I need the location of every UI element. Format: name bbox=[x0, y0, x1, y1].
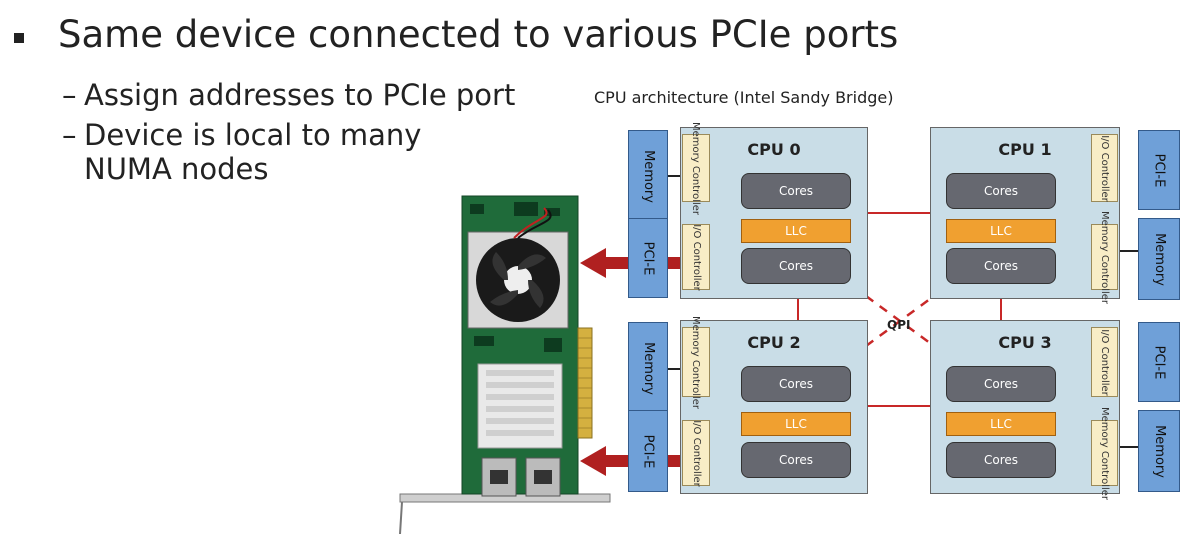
io-controller-cpu2: I/O Controller bbox=[682, 420, 710, 486]
sub-bullet-2-cont: NUMA nodes bbox=[84, 152, 269, 186]
main-bullet-text: Same device connected to various PCIe po… bbox=[58, 13, 899, 56]
interconnect-line bbox=[866, 405, 930, 407]
sub-bullet-1-text: Assign addresses to PCIe port bbox=[84, 78, 516, 112]
cores-block: Cores bbox=[946, 366, 1056, 402]
pcie-box-cpu3: PCI-E bbox=[1138, 322, 1180, 402]
memory-box-cpu3: Memory bbox=[1138, 410, 1180, 492]
llc-block: LLC bbox=[741, 412, 851, 436]
llc-block: LLC bbox=[946, 219, 1056, 243]
memory-controller-cpu3: Memory Controller bbox=[1091, 406, 1118, 500]
interconnect-line bbox=[797, 297, 799, 321]
memory-box-cpu0: Memory bbox=[628, 130, 668, 222]
fan-icon bbox=[467, 207, 569, 329]
llc-block: LLC bbox=[946, 412, 1056, 436]
io-controller-cpu1: I/O Controller bbox=[1091, 134, 1118, 202]
qpi-cross-lines bbox=[865, 294, 935, 348]
llc-block: LLC bbox=[741, 219, 851, 243]
cpu2-label: CPU 2 bbox=[747, 333, 801, 352]
cores-block: Cores bbox=[946, 248, 1056, 284]
heatsink-icon bbox=[477, 363, 563, 449]
pcie-box-cpu1: PCI-E bbox=[1138, 130, 1180, 210]
bus-line bbox=[666, 368, 680, 370]
interconnect-line bbox=[1000, 297, 1002, 321]
interconnect-line bbox=[866, 212, 930, 214]
sub-bullet-2-text: Device is local to many bbox=[84, 118, 422, 152]
sub-bullet-2: –Device is local to many bbox=[62, 118, 421, 152]
pcie-box-cpu0: PCI-E bbox=[628, 218, 668, 298]
dash: – bbox=[62, 118, 77, 152]
cores-block: Cores bbox=[741, 442, 851, 478]
io-controller-cpu3: I/O Controller bbox=[1091, 327, 1118, 397]
cores-block: Cores bbox=[741, 173, 851, 209]
bus-line bbox=[666, 175, 680, 177]
io-controller-cpu0: I/O Controller bbox=[682, 224, 710, 290]
bus-line bbox=[1120, 250, 1138, 252]
architecture-title: CPU architecture (Intel Sandy Bridge) bbox=[594, 88, 894, 107]
bus-line bbox=[1120, 446, 1138, 448]
memory-controller-cpu0: Memory Controller bbox=[682, 121, 710, 215]
cpu0-label: CPU 0 bbox=[747, 140, 801, 159]
dash: – bbox=[62, 78, 77, 112]
memory-box-cpu1: Memory bbox=[1138, 218, 1180, 300]
cores-block: Cores bbox=[946, 442, 1056, 478]
memory-box-cpu2: Memory bbox=[628, 322, 668, 414]
cores-block: Cores bbox=[946, 173, 1056, 209]
cpu1-label: CPU 1 bbox=[998, 140, 1052, 159]
cpu3-label: CPU 3 bbox=[998, 333, 1052, 352]
memory-controller-cpu1: Memory Controller bbox=[1091, 210, 1118, 304]
bullet-marker bbox=[14, 33, 24, 43]
pcie-card-image bbox=[399, 195, 611, 535]
sub-bullet-1: –Assign addresses to PCIe port bbox=[62, 78, 515, 112]
cores-block: Cores bbox=[741, 248, 851, 284]
cores-block: Cores bbox=[741, 366, 851, 402]
qpi-label: QPI bbox=[887, 318, 911, 332]
memory-controller-cpu2: Memory Controller bbox=[682, 315, 710, 409]
pcie-box-cpu2: PCI-E bbox=[628, 410, 668, 492]
